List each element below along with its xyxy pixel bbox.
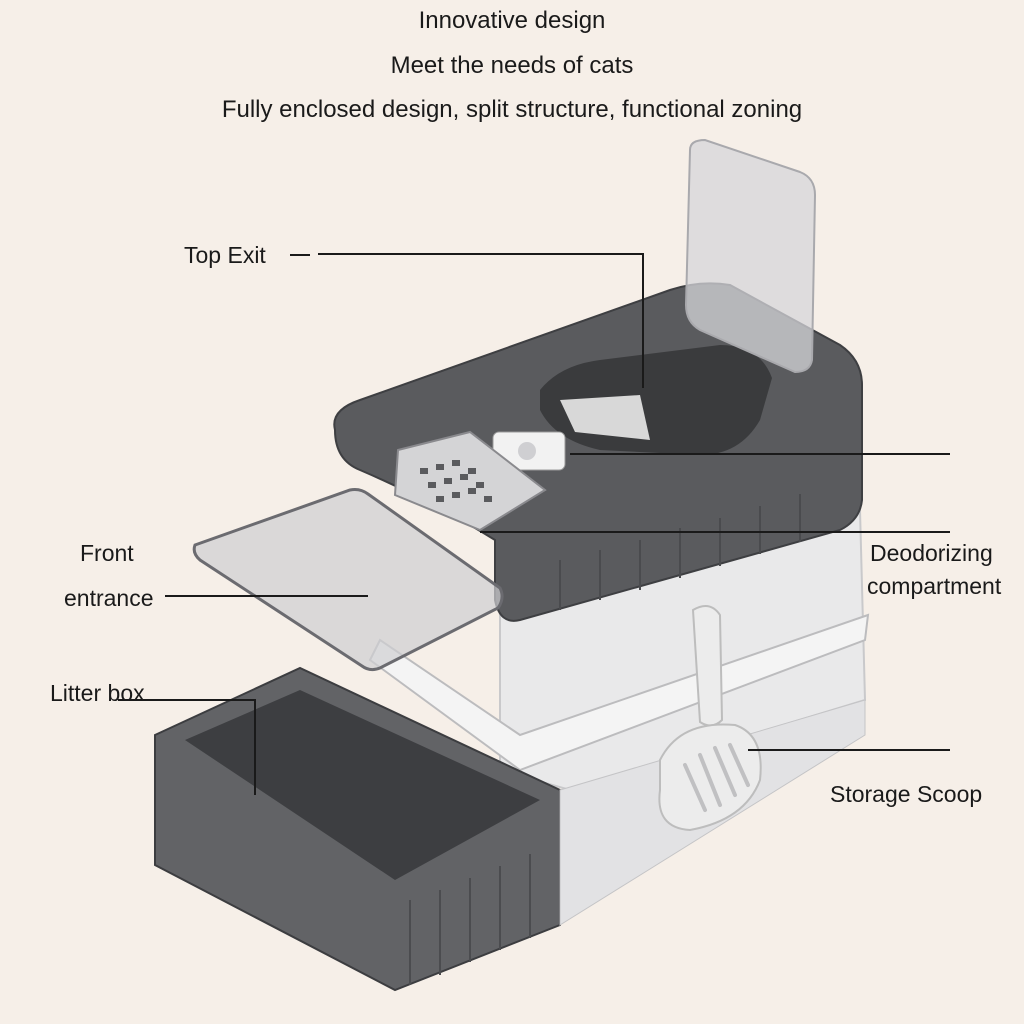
callout-lines	[118, 253, 950, 795]
scoop-handle	[691, 605, 724, 727]
heading-innovative-design: Innovative design	[418, 7, 606, 34]
top-opening-inner	[560, 395, 650, 440]
label-storage-scoop: Storage Scoop	[830, 781, 983, 807]
drawer-inner	[185, 690, 540, 880]
label-deodorizing-line2: compartment	[867, 573, 1002, 599]
deodorizing-holes	[420, 460, 492, 502]
label-deodorizing-line1: Deodorizing	[870, 540, 993, 566]
label-top-exit: Top Exit	[184, 242, 266, 268]
drawer-ribs	[409, 854, 531, 985]
label-front-entrance-line1: Front	[80, 540, 134, 566]
top-flap	[684, 138, 817, 374]
deodorizing-tray	[393, 430, 547, 532]
heading-enclosed-design: Fully enclosed design, split structure, …	[221, 96, 803, 123]
heading-meet-needs: Meet the needs of cats	[390, 52, 634, 79]
scoop-slots	[683, 743, 750, 812]
label-litter-box: Litter box	[50, 680, 145, 706]
label-front-entrance-line2: entrance	[64, 585, 154, 611]
lid-ribs	[559, 494, 801, 610]
front-door	[192, 488, 504, 672]
